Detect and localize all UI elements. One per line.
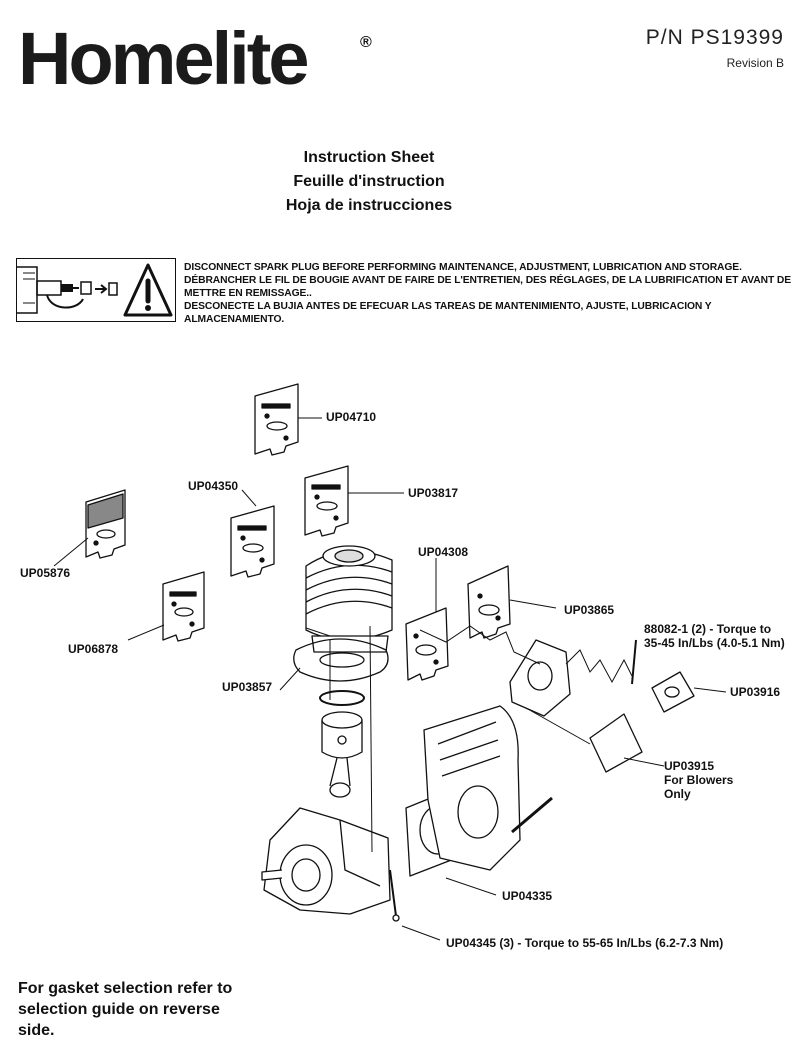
- screw-line-2: 35-45 In/Lbs (4.0-5.1 Nm): [644, 636, 785, 650]
- gasket-up04308: [406, 608, 448, 680]
- screw-line-1: 88082-1 (2) - Torque to: [644, 622, 772, 636]
- gasket-up03865: [468, 566, 510, 638]
- label-up04335: UP04335: [502, 889, 553, 903]
- up03915-line-1: UP03915: [664, 759, 715, 773]
- warning-french: DÉBRANCHER LE FIL DE BOUGIE AVANT DE FAI…: [184, 275, 792, 299]
- label-up04350: UP04350: [188, 479, 239, 493]
- crankcase: [262, 808, 390, 914]
- label-screw-88082-1: 88082-1 (2) - Torque to 35-45 In/Lbs (4.…: [644, 622, 785, 650]
- fan-housing: [424, 706, 520, 870]
- label-up04710: UP04710: [326, 410, 377, 424]
- title-english: Instruction Sheet: [303, 149, 435, 166]
- label-up04308: UP04308: [418, 545, 469, 559]
- warning-english: DISCONNECT SPARK PLUG BEFORE PERFORMING …: [184, 262, 742, 273]
- blower-plate-up03915: [590, 714, 642, 772]
- homelite-logo: Homelite: [18, 17, 310, 100]
- up03915-line-2: For Blowers: [664, 773, 734, 787]
- registered-mark: ®: [360, 34, 372, 51]
- revision: Revision B: [726, 56, 784, 70]
- label-up03857: UP03857: [222, 680, 273, 694]
- warning-pictogram: [16, 258, 176, 322]
- warning-spanish: DESCONECTE LA BUJIA ANTES DE EFECUAR LAS…: [184, 301, 712, 325]
- gasket-up06878: [163, 572, 204, 641]
- warning-text: DISCONNECT SPARK PLUG BEFORE PERFORMING …: [184, 261, 792, 326]
- insulator-up03916: [652, 672, 694, 712]
- label-up03915: UP03915 For Blowers Only: [664, 759, 733, 801]
- gasket-up04710: [255, 384, 298, 455]
- gasket-selection-note: For gasket selection refer to selection …: [18, 980, 233, 1039]
- gasket-up05876: [86, 490, 125, 558]
- document-titles: Instruction Sheet Feuille d'instruction …: [0, 146, 808, 218]
- gasket-up03857: [294, 639, 388, 681]
- up03915-line-3: Only: [664, 787, 691, 801]
- label-up04345: UP04345 (3) - Torque to 55-65 In/Lbs (6.…: [446, 936, 724, 950]
- label-up06878: UP06878: [68, 642, 119, 656]
- title-french: Feuille d'instruction: [293, 173, 445, 190]
- label-up03916: UP03916: [730, 685, 781, 699]
- piston: [322, 712, 362, 758]
- cylinder: [306, 546, 392, 652]
- gasket-up04350: [231, 506, 274, 577]
- part-number: P/N PS19399: [645, 26, 784, 49]
- label-up03865: UP03865: [564, 603, 615, 617]
- gasket-up03817: [305, 466, 348, 536]
- label-up05876: UP05876: [20, 566, 71, 580]
- warning-triangle-icon: [123, 263, 173, 317]
- title-spanish: Hoja de instrucciones: [285, 197, 453, 214]
- carburetor: [510, 640, 570, 716]
- label-up03817: UP03817: [408, 486, 459, 500]
